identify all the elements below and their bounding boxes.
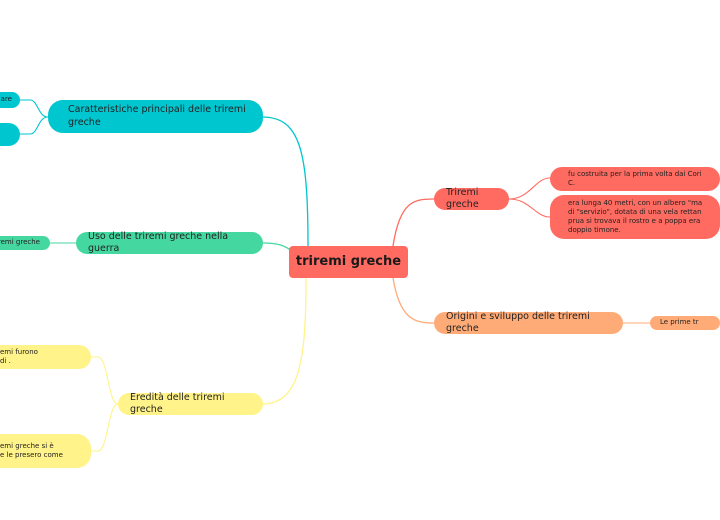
connector-car-1: [20, 99, 49, 118]
connector-caratteristiche: [261, 116, 309, 247]
subnode-eredita-2[interactable]: emi greche si è e le presero come: [0, 434, 91, 468]
connector-ere-1: [90, 356, 119, 405]
subnode-triremi-1[interactable]: fu costruita per la prima volta dai Cori…: [550, 167, 720, 191]
connector-origini: [392, 277, 435, 324]
connector-eredita: [261, 277, 307, 405]
connector-tri-2: [508, 198, 551, 218]
subnode-caratteristiche-2[interactable]: [0, 123, 20, 146]
connector-tri-1: [508, 177, 551, 200]
branch-uso[interactable]: Uso delle triremi greche nella guerra: [76, 231, 263, 254]
mind-map-connectors: [20, 99, 650, 452]
connector-triremi: [392, 198, 435, 247]
subnode-origini-1[interactable]: Le prime tr: [650, 316, 720, 330]
subnode-triremi-2[interactable]: era lunga 40 metri, con un albero "ma di…: [550, 195, 720, 239]
subnode-caratteristiche-1[interactable]: are: [0, 92, 20, 108]
branch-origini[interactable]: Origini e sviluppo delle triremi greche: [434, 311, 623, 334]
subnode-uso-1[interactable]: remi greche: [0, 236, 50, 250]
central-topic[interactable]: triremi greche: [289, 246, 408, 278]
branch-caratteristiche[interactable]: Caratteristiche principali delle triremi…: [48, 100, 263, 133]
branch-eredita[interactable]: Eredità delle triremi greche: [118, 392, 263, 415]
connector-ere-2: [90, 403, 119, 452]
branch-triremi[interactable]: Triremi greche: [434, 187, 509, 210]
subnode-eredita-1[interactable]: emi furono di .: [0, 345, 91, 369]
connector-car-2: [20, 116, 49, 135]
